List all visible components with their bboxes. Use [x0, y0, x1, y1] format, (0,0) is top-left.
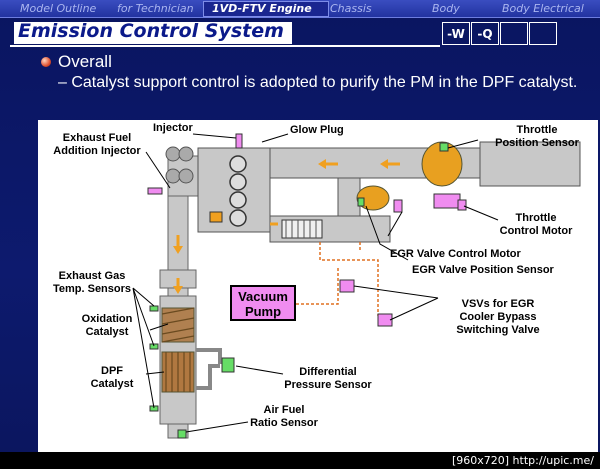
system-diagram: Injector Glow Plug Exhaust Fuel Addition…: [38, 120, 598, 452]
oxidation-catalyst: [161, 307, 195, 343]
label-egr-valve-control-motor: EGR Valve Control Motor: [390, 248, 521, 260]
label-egr-valve-position-sensor: EGR Valve Position Sensor: [412, 264, 554, 276]
label-air-fuel-ratio-sensor: Air Fuel Ratio Sensor: [250, 404, 318, 429]
slide: Model Outline for Technician 1VD-FTV Eng…: [0, 0, 600, 452]
egr-control-motor: [393, 199, 403, 213]
label-dpf-catalyst: DPF Catalyst: [90, 365, 134, 390]
label-vsvs-egr-cooler-bypass: VSVs for EGR Cooler Bypass Switching Val…: [456, 298, 540, 336]
label-oxidation-catalyst: Oxidation Catalyst: [81, 313, 133, 338]
throttle-control-motor: [433, 193, 461, 209]
diagram-drawing: [132, 133, 581, 439]
nav-body-electrical[interactable]: Body Electrical: [502, 2, 584, 15]
nav-model-outline[interactable]: Model Outline: [20, 2, 97, 15]
differential-pressure-sensor: [221, 357, 235, 373]
egr-valve: [356, 185, 390, 211]
footer-bar: [960x720] http://upic.me/: [0, 452, 600, 469]
bullet-overall: Overall: [58, 52, 112, 71]
throttle-position-sensor: [439, 142, 449, 152]
nav-body[interactable]: Body: [432, 2, 460, 15]
air-fuel-sensor: [177, 429, 187, 439]
nav-1vd-ftv-engine[interactable]: 1VD-FTV Engine: [212, 2, 312, 15]
temp-sensor-1: [149, 305, 159, 312]
egr-position-sensor: [357, 197, 365, 207]
vsv-upper: [339, 279, 355, 293]
injector-part: [235, 133, 243, 149]
nav-active-indicator: [203, 1, 329, 17]
nav-chassis[interactable]: Chassis: [330, 2, 372, 15]
code-box-w[interactable]: -W: [442, 22, 470, 45]
title-background: [14, 22, 292, 44]
label-injector: Injector: [153, 122, 193, 134]
code-box-empty-2[interactable]: [529, 22, 557, 45]
exhaust-fuel-injector: [147, 187, 163, 195]
code-box-q[interactable]: -Q: [471, 22, 499, 45]
vsv-lower: [377, 313, 393, 327]
label-throttle-control-motor: Throttle Control Motor: [499, 212, 573, 237]
label-throttle-position-sensor: Throttle Position Sensor: [495, 124, 579, 149]
label-exhaust-fuel-injector: Exhaust Fuel Addition Injector: [53, 132, 141, 157]
temp-sensor-2: [149, 343, 159, 350]
label-glow-plug: Glow Plug: [290, 124, 344, 136]
vacuum-pump: Vacuum Pump: [230, 285, 296, 321]
label-differential-pressure-sensor: Differential Pressure Sensor: [284, 366, 372, 391]
bullet-icon: [41, 57, 51, 67]
throttle-valve: [421, 141, 463, 187]
title-underline: [10, 45, 440, 47]
footer-link[interactable]: [960x720] http://upic.me/: [451, 454, 594, 467]
nav-for-technician[interactable]: for Technician: [117, 2, 194, 15]
engine-codes: -W -Q: [442, 22, 558, 45]
top-navigation: Model Outline for Technician 1VD-FTV Eng…: [0, 0, 600, 18]
bullet-description: – Catalyst support control is adopted to…: [58, 74, 578, 91]
intake-pipe: [479, 141, 581, 187]
code-box-empty-1[interactable]: [500, 22, 528, 45]
page-title: Emission Control System: [18, 20, 284, 42]
label-exhaust-gas-temp-sensors: Exhaust Gas Temp. Sensors: [52, 270, 132, 295]
